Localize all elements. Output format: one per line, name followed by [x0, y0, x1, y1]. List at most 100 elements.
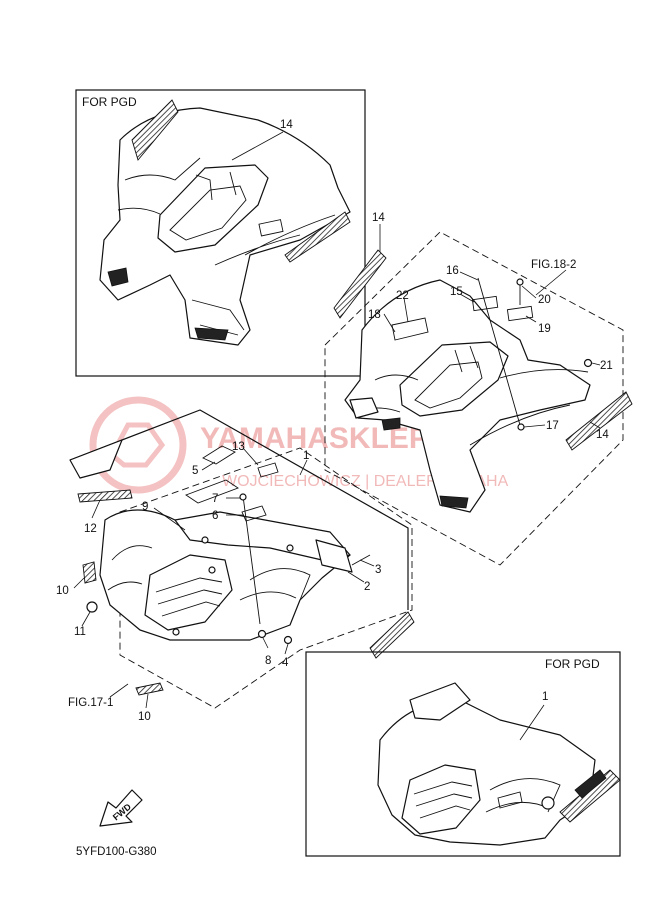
reference-fig-18-2: FIG.18-2 — [531, 259, 576, 271]
lead-20 — [521, 285, 537, 299]
front-fender-left-arch — [107, 545, 153, 591]
front-fender-pgd-emblem — [541, 796, 555, 810]
lead-fig18 — [535, 269, 567, 296]
fwd-arrow-icon — [99, 789, 143, 827]
rear-fender-pgd-right-wing — [214, 214, 336, 266]
callout-9: 9 — [142, 501, 148, 513]
callout-12: 12 — [84, 523, 97, 535]
pad-15 — [471, 295, 499, 312]
lead-21 — [591, 362, 601, 366]
lead-1-main — [299, 459, 308, 476]
callout-5: 5 — [192, 465, 198, 477]
lead-11 — [81, 611, 91, 627]
bolt-7 — [239, 493, 247, 501]
clip-21 — [583, 358, 593, 368]
decal-12 — [77, 489, 133, 503]
callout-16: 16 — [446, 265, 459, 277]
callout-17: 17 — [546, 420, 559, 432]
front-fender-screw-b — [286, 544, 294, 552]
diagram-code: 5YFD100-G380 — [76, 846, 157, 858]
decal-10-left — [82, 561, 97, 584]
callout-22: 22 — [396, 290, 409, 302]
lead-19 — [525, 315, 537, 323]
decal-pgd-tail — [194, 327, 229, 341]
front-fender-pgd-panel — [497, 791, 523, 809]
emblem-11 — [86, 601, 98, 613]
front-fender-assembly-dash-outline — [119, 447, 413, 709]
callout-3: 3 — [375, 564, 381, 576]
clip-17 — [517, 423, 525, 431]
decal-14-pgd-left — [131, 99, 179, 161]
callout-21: 21 — [600, 360, 613, 372]
callout-14-topleft: 14 — [280, 119, 293, 131]
front-fender-screw-c — [208, 566, 216, 574]
callout-10-bottom: 10 — [138, 711, 151, 723]
pad-6 — [241, 505, 267, 522]
pgd-box-bottom-right-title: FOR PGD — [545, 657, 600, 671]
callout-2: 2 — [364, 581, 370, 593]
decal-14-mid — [333, 249, 387, 319]
lead-2 — [347, 571, 365, 583]
panel-5 — [202, 445, 236, 465]
front-fender-pgd-grille-frame — [401, 764, 481, 835]
rear-fender-right-wing — [469, 369, 589, 446]
rear-fender-inner-detail — [414, 345, 483, 409]
lead-15 — [459, 293, 475, 303]
callout-1-main: 1 — [303, 450, 309, 462]
reference-fig-17-1: FIG.17-1 — [68, 697, 113, 709]
front-fender-screw-d — [172, 628, 180, 636]
rear-fender-pgd-inner — [169, 171, 247, 241]
bolt-20 — [516, 278, 524, 286]
lead-3 — [359, 559, 375, 567]
lead-8 — [262, 637, 269, 649]
pgd-box-top-left: FOR PGD 14 — [75, 89, 366, 377]
lead-10-left — [73, 577, 85, 589]
callout-14-mid: 14 — [372, 212, 385, 224]
callout-14-right: 14 — [596, 429, 609, 441]
decal-rear-tail — [439, 495, 469, 509]
panel-22 — [391, 317, 429, 341]
front-fender-right-arch — [239, 568, 311, 601]
front-fender-grille-slats — [155, 577, 223, 617]
pgd-box-bottom-right: FOR PGD 1 — [305, 651, 621, 857]
decal-front-right-hatch — [369, 611, 415, 659]
watermark-logo-ring — [89, 396, 187, 494]
callout-19: 19 — [538, 323, 551, 335]
lead-4 — [284, 643, 289, 655]
lead-14-topleft — [231, 131, 284, 161]
lead-16 — [459, 271, 479, 281]
pgd-box-top-left-frame — [75, 89, 366, 377]
callout-8: 8 — [265, 655, 271, 667]
callout-10-left: 10 — [56, 585, 69, 597]
callout-6: 6 — [212, 510, 218, 522]
lead-fig17 — [109, 683, 129, 698]
rear-fender-pgd-left-arch — [117, 157, 201, 215]
front-fender-pgd-top-panel — [409, 682, 471, 721]
callout-7: 7 — [212, 493, 218, 505]
panel-5-b — [185, 479, 239, 504]
panel-13-outline — [69, 409, 409, 610]
decal-pgd-front-left — [107, 267, 129, 287]
callout-4: 4 — [282, 657, 289, 669]
callout-20: 20 — [538, 294, 551, 306]
lead-18 — [383, 313, 396, 333]
rear-fender-assembly: 14 16 FIG.18-2 22 15 20 18 19 21 17 14 — [324, 212, 633, 566]
lead-12 — [91, 499, 101, 519]
decal-14-right — [565, 391, 633, 451]
callout-11: 11 — [74, 626, 86, 638]
decal-pgd-front-right-dark — [574, 769, 607, 799]
front-fender-black-panel — [69, 439, 123, 479]
front-fender-assembly: 13 1 5 9 7 6 12 3 2 10 11 8 4 FIG.17-1 1… — [56, 409, 415, 723]
callout-18: 18 — [368, 309, 381, 321]
lead-9 — [153, 507, 186, 531]
pgd-box-bottom-right-frame — [305, 651, 621, 857]
lead-10-bottom — [145, 693, 149, 709]
callout-1-pgd: 1 — [542, 691, 548, 703]
pad-19 — [506, 305, 534, 322]
clip-8 — [257, 629, 267, 639]
lead-5 — [201, 461, 216, 471]
plate-3 — [315, 539, 353, 573]
callout-13: 13 — [232, 441, 245, 453]
rear-fender-front-flap — [349, 397, 379, 419]
